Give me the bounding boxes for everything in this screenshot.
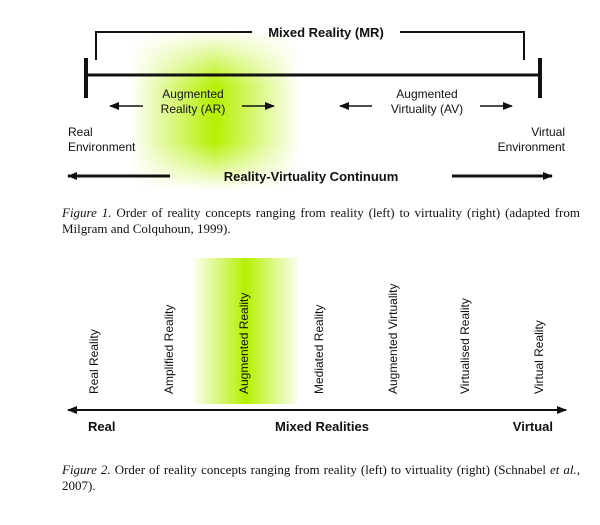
concept-real-reality: Real Reality xyxy=(87,329,101,394)
concept-amplified-reality: Amplified Reality xyxy=(162,305,176,394)
figure2-diagram: Real Reality Amplified Reality Augmented… xyxy=(67,258,567,434)
figure2-caption-etal: et al. xyxy=(549,462,577,477)
virtual-env-line2: Environment xyxy=(498,140,566,154)
figure1-caption: Figure 1. Order of reality concepts rang… xyxy=(62,205,580,237)
concept-augmented-virtuality: Augmented Virtuality xyxy=(386,283,400,394)
concept-mediated-reality: Mediated Reality xyxy=(312,305,326,394)
axis-label-real: Real xyxy=(88,419,115,434)
real-env-line1: Real xyxy=(68,125,93,139)
ar-label-line1: Augmented xyxy=(162,87,223,101)
mr-bracket xyxy=(95,31,525,60)
av-label-line2: Virtuality (AV) xyxy=(391,102,463,116)
figure2-caption-text-a: Order of reality concepts ranging from r… xyxy=(110,462,550,477)
figure2-caption-label: Figure 2. xyxy=(62,462,111,477)
figure1-caption-label: Figure 1. xyxy=(62,205,112,220)
figure2-caption-text-b: , 2007). xyxy=(62,462,581,493)
figure1-caption-text: Order of reality concepts ranging from r… xyxy=(62,205,580,236)
axis-label-virtual: Virtual xyxy=(513,419,553,434)
augmented-reality-highlight xyxy=(193,258,298,404)
concept-virtual-reality: Virtual Reality xyxy=(532,320,546,394)
figure1-diagram: Mixed Reality (MR) Augmented Reality (AR… xyxy=(67,25,566,190)
mr-label: Mixed Reality (MR) xyxy=(268,25,384,40)
axis-label-mixed-realities: Mixed Realities xyxy=(275,419,369,434)
ar-highlight xyxy=(130,30,300,190)
figure2-caption: Figure 2. Order of reality concepts rang… xyxy=(62,462,580,494)
concept-virtualised-reality: Virtualised Reality xyxy=(458,298,472,394)
real-env-line2: Environment xyxy=(68,140,136,154)
concept-augmented-reality: Augmented Reality xyxy=(237,293,251,394)
continuum-label: Reality-Virtuality Continuum xyxy=(224,169,399,184)
ar-label-line2: Reality (AR) xyxy=(161,102,226,116)
virtual-env-line1: Virtual xyxy=(531,125,565,139)
av-label-line1: Augmented xyxy=(396,87,457,101)
